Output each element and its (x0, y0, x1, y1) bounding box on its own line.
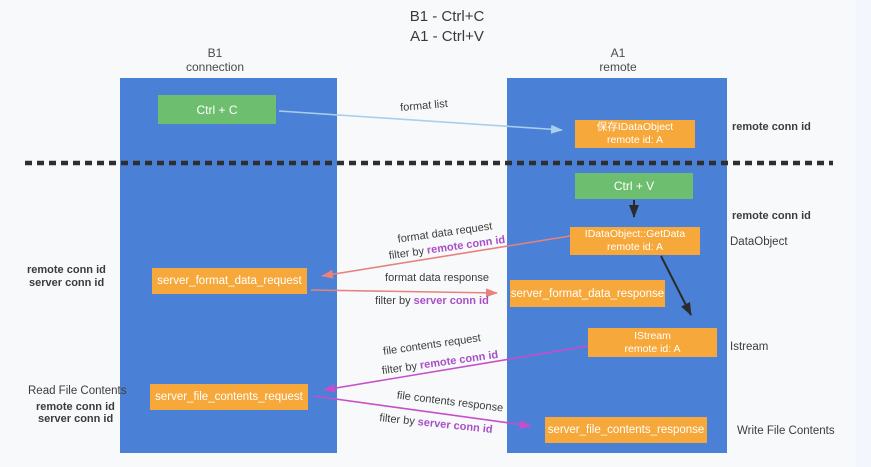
ctrl-v-label: Ctrl + V (613, 179, 655, 193)
save-idataobject-line1: 保存IDataObject (596, 121, 674, 133)
title-line-1: B1 - Ctrl+C (409, 8, 485, 25)
side-label-write-file-contents: Write File Contents (737, 425, 835, 437)
node-idataobject-getdata: IDataObject::GetData remote id: A (570, 227, 700, 255)
ctrl-c-label: Ctrl + C (196, 102, 238, 117)
edge-label-file-contents-response: file contents response (396, 389, 504, 415)
arrow-format-data-response (310, 288, 498, 298)
side-label-dataobject: DataObject (730, 236, 788, 248)
remote-conn-id-text: remote conn id (419, 348, 499, 372)
lane-right-title: A1 (610, 46, 626, 60)
edge-label-format-data-response: format data response (385, 272, 489, 284)
node-server-file-contents-request: server_file_contents_request (150, 384, 308, 410)
side-label-left-remote-conn-id-1: remote conn id (27, 264, 106, 276)
node-server-format-data-response: server_format_data_response (510, 280, 665, 307)
window-edge-strip (856, 0, 871, 467)
side-label-remote-conn-id-1: remote conn id (732, 121, 811, 133)
node-ctrl-c: Ctrl + C (158, 95, 276, 124)
node-istream: IStream remote id: A (588, 328, 717, 357)
lane-left-title: B1 (207, 46, 223, 60)
istream-line1: IStream (634, 329, 671, 342)
side-label-remote-conn-id-2: remote conn id (732, 210, 811, 222)
istream-line2: remote id: A (624, 342, 681, 355)
format-response-label: server_format_data_response (510, 287, 665, 300)
side-label-left-server-conn-id-2: server conn id (38, 413, 114, 425)
lane-right-subtitle: remote (599, 60, 637, 74)
side-label-istream: Istream (730, 341, 769, 353)
file-request-label: server_file_contents_request (155, 391, 303, 403)
format-request-label: server_format_data_request (157, 275, 302, 287)
side-label-left-remote-conn-id-2: remote conn id (36, 401, 115, 413)
lane-left-subtitle: connection (185, 60, 245, 74)
filter-by-text: filter by (381, 360, 418, 378)
save-idataobject-line2: remote id: A (606, 134, 664, 146)
page-title: B1 - Ctrl+C A1 - Ctrl+V (347, 7, 547, 47)
title-line-2: A1 - Ctrl+V (410, 28, 484, 45)
filter-by-text: filter by (388, 245, 425, 263)
node-server-file-contents-response: server_file_contents_response (545, 417, 707, 443)
server-conn-id-text: server conn id (413, 295, 489, 307)
file-response-label: server_file_contents_response (547, 424, 705, 436)
lane-header-right: A1 remote (563, 46, 673, 74)
lane-header-left: B1 connection (160, 46, 270, 74)
node-ctrl-v: Ctrl + V (575, 173, 693, 199)
node-save-idataobject: 保存IDataObject remote id: A (575, 120, 695, 148)
side-label-left-server-conn-id-1: server conn id (29, 277, 105, 289)
edge-label-format-list: format list (399, 97, 449, 115)
getdata-line2: remote id: A (606, 241, 664, 253)
filter-by-text: filter by (375, 295, 411, 307)
server-conn-id-text: server conn id (417, 416, 494, 436)
filter-by-text: filter by (378, 412, 416, 428)
getdata-line1: IDataObject::GetData (584, 228, 686, 240)
node-server-format-data-request: server_format_data_request (152, 268, 307, 294)
side-label-read-file-contents: Read File Contents (28, 385, 127, 397)
